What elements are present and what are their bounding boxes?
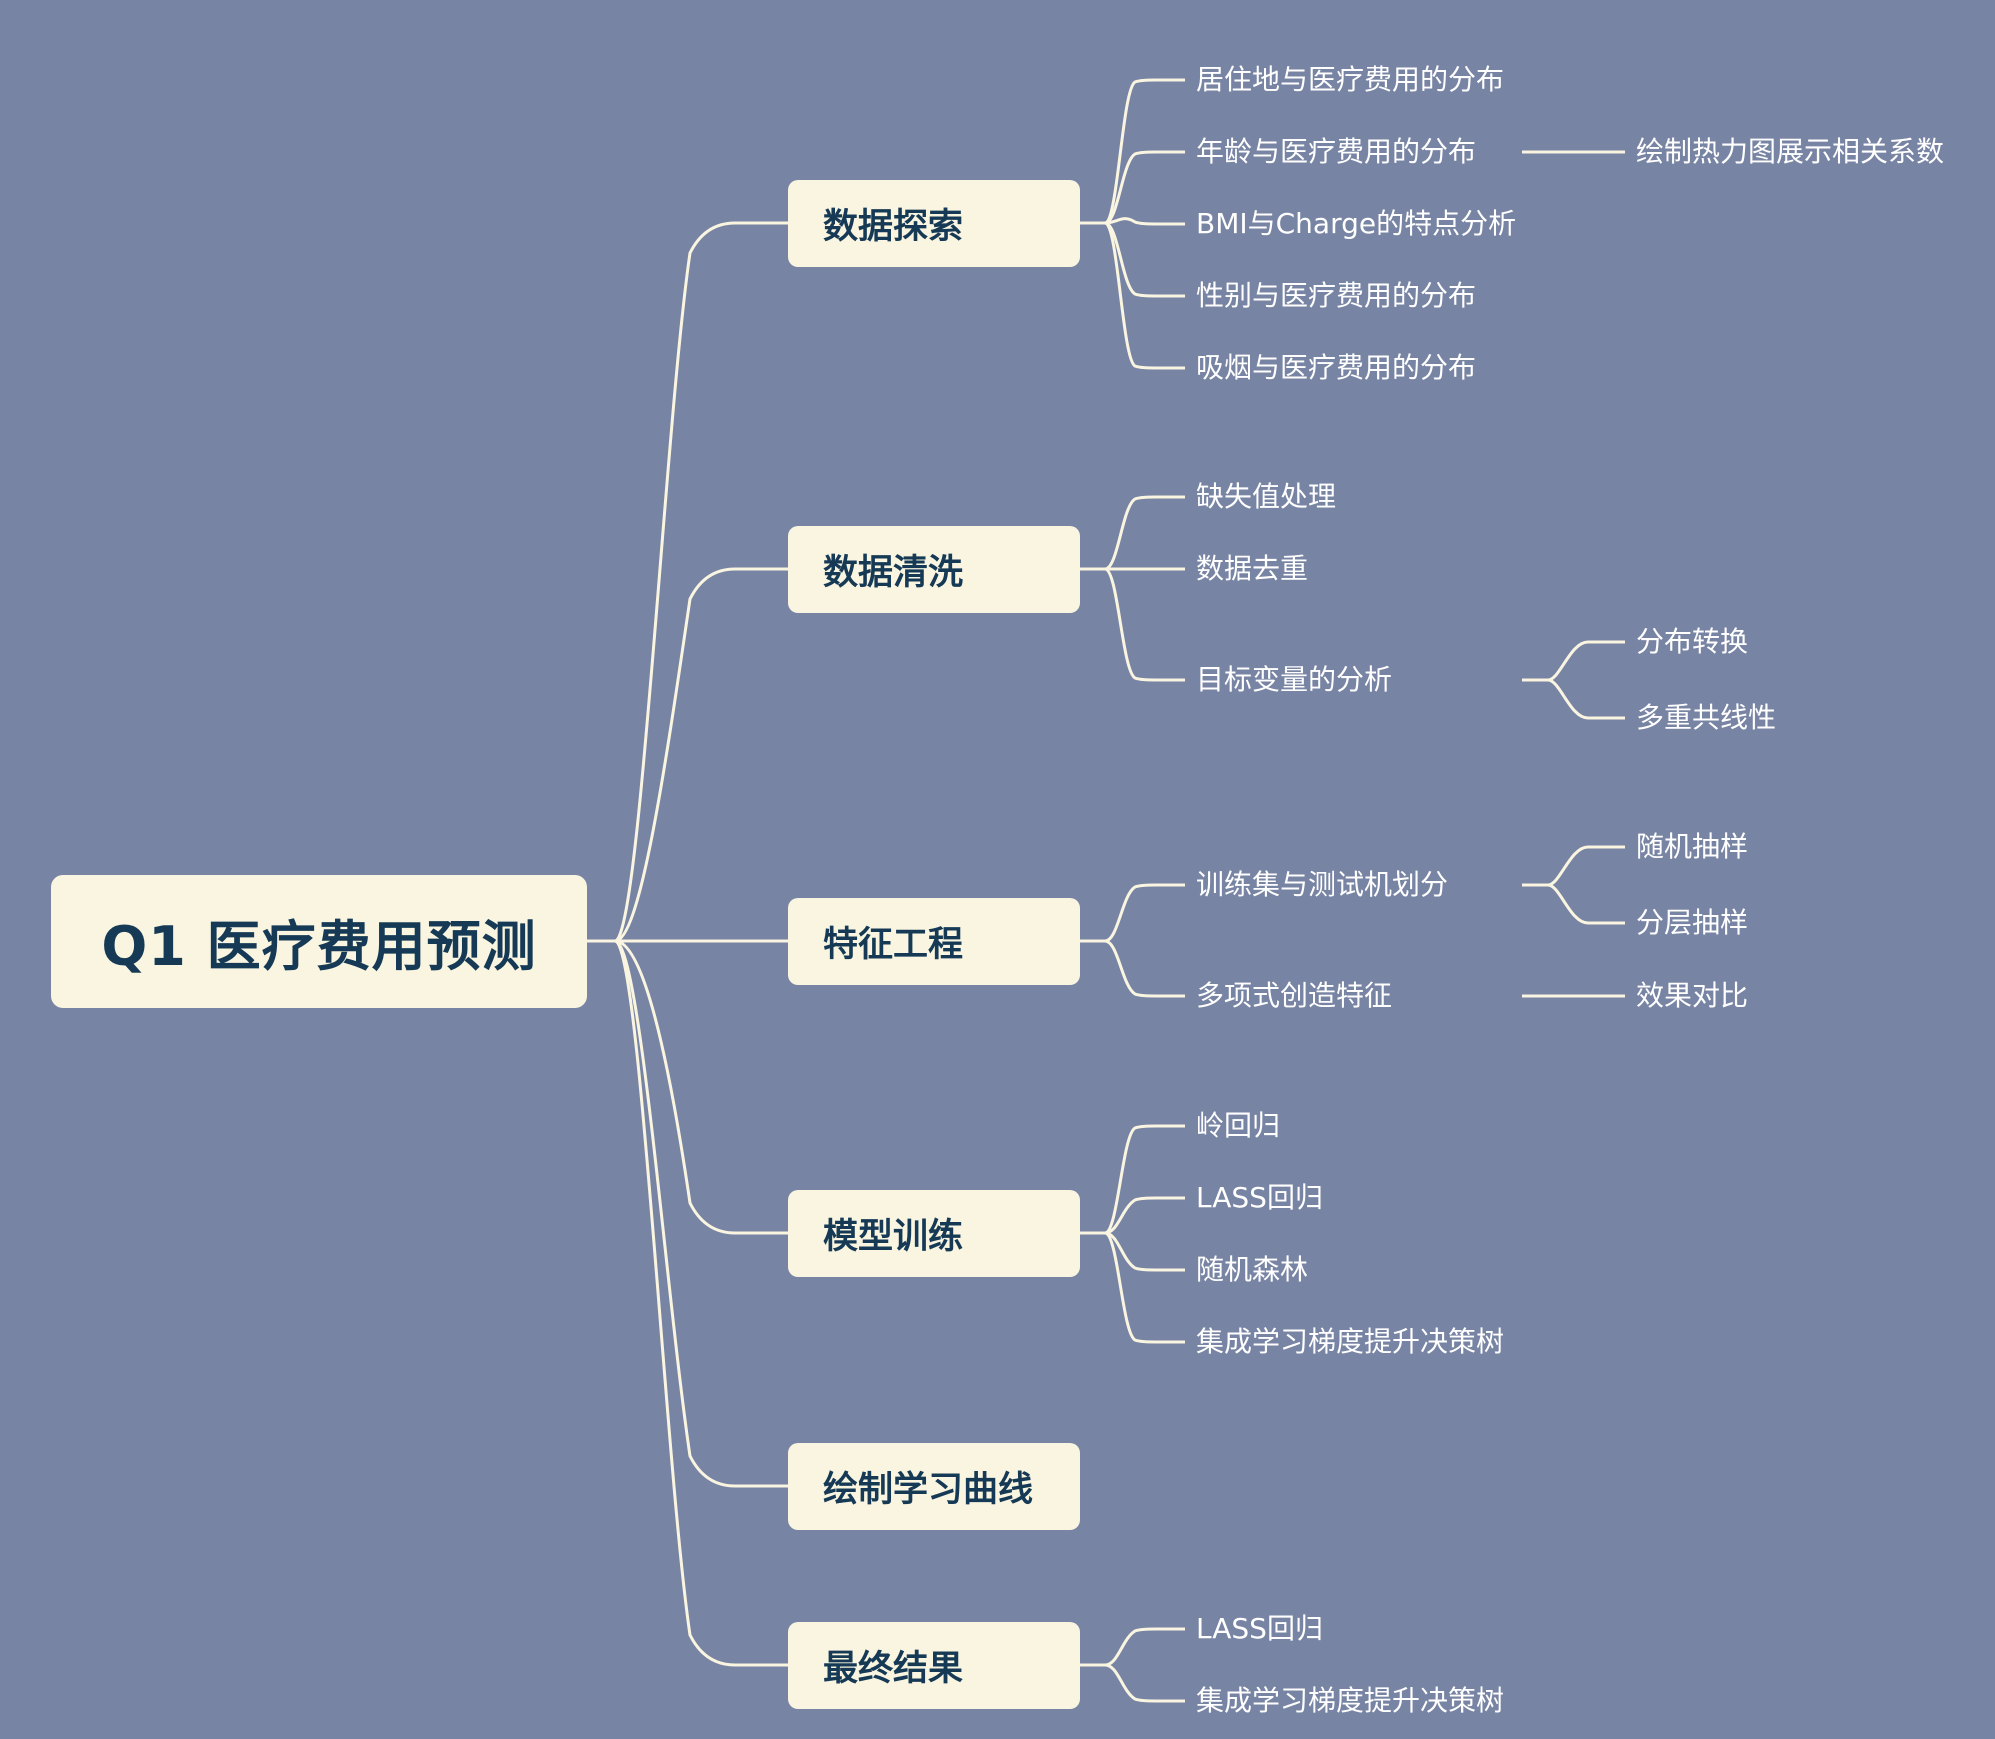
branch-connector [1080,1124,1185,1235]
leaf-missing-values[interactable]: 缺失值处理 [1196,480,1337,513]
leaf-residence-charge[interactable]: 居住地与医疗费用的分布 [1196,63,1505,96]
branch-data-cleaning[interactable]: 数据清洗 [788,526,1080,613]
branch-connector [1080,1663,1185,1703]
leaf-connector [1522,678,1625,720]
branch-feature-engineering[interactable]: 特征工程 [788,898,1080,985]
branch-connector [1080,1196,1185,1235]
leaf-stratified-sampling[interactable]: 分层抽样 [1636,906,1749,939]
root-connector [587,939,788,1667]
root-node[interactable]: Q1 医疗费用预测 [51,875,587,1008]
leaf-random-sampling[interactable]: 随机抽样 [1636,830,1749,863]
branch-connector [1080,1627,1185,1667]
branch-connector [1080,1231,1185,1344]
leaf-train-test-split[interactable]: 训练集与测试机划分 [1196,868,1449,901]
leaf-ridge[interactable]: 岭回归 [1196,1109,1281,1142]
branch-connector [1080,217,1185,226]
leaf-connector [1522,883,1625,925]
leaf-final-lass[interactable]: LASS回归 [1196,1612,1323,1645]
leaf-sex-charge[interactable]: 性别与医疗费用的分布 [1196,279,1477,312]
leaf-bmi-charge[interactable]: BMI与Charge的特点分析 [1196,207,1517,240]
leaf-multicollinearity[interactable]: 多重共线性 [1636,701,1777,734]
leaf-lass[interactable]: LASS回归 [1196,1181,1323,1214]
leaf-target-analysis[interactable]: 目标变量的分析 [1196,663,1393,696]
leaf-heatmap[interactable]: 绘制热力图展示相关系数 [1636,135,1945,168]
leaf-dedup[interactable]: 数据去重 [1196,552,1309,585]
branch-connector [1080,221,1185,370]
root-connector [587,567,788,943]
branch-learning-curve[interactable]: 绘制学习曲线 [788,1443,1080,1530]
root-connector [587,221,788,943]
root-connector [587,939,788,1488]
branch-final-result[interactable]: 最终结果 [788,1622,1080,1709]
branch-connector [1080,1231,1185,1272]
branch-connector [1080,78,1185,225]
leaf-polynomial-features[interactable]: 多项式创造特征 [1196,979,1393,1012]
branch-connector [1080,150,1185,225]
branch-connector [1080,939,1185,998]
leaf-random-forest[interactable]: 随机森林 [1196,1253,1309,1286]
leaf-gbdt[interactable]: 集成学习梯度提升决策树 [1196,1325,1505,1358]
branch-connector [1080,567,1185,682]
branch-model-training[interactable]: 模型训练 [788,1190,1080,1277]
branch-connector [1080,495,1185,571]
leaf-effect-comparison[interactable]: 效果对比 [1636,979,1749,1012]
leaf-final-gbdt[interactable]: 集成学习梯度提升决策树 [1196,1684,1505,1717]
branch-connector [1080,221,1185,298]
leaf-connector [1522,640,1625,682]
leaf-smoking-charge[interactable]: 吸烟与医疗费用的分布 [1196,351,1477,384]
leaf-distribution-transform[interactable]: 分布转换 [1636,625,1749,658]
leaf-connector [1522,845,1625,887]
branch-connector [1080,883,1185,943]
leaf-age-charge[interactable]: 年龄与医疗费用的分布 [1196,135,1477,168]
root-connector [587,939,788,1235]
branch-data-exploration[interactable]: 数据探索 [788,180,1080,267]
